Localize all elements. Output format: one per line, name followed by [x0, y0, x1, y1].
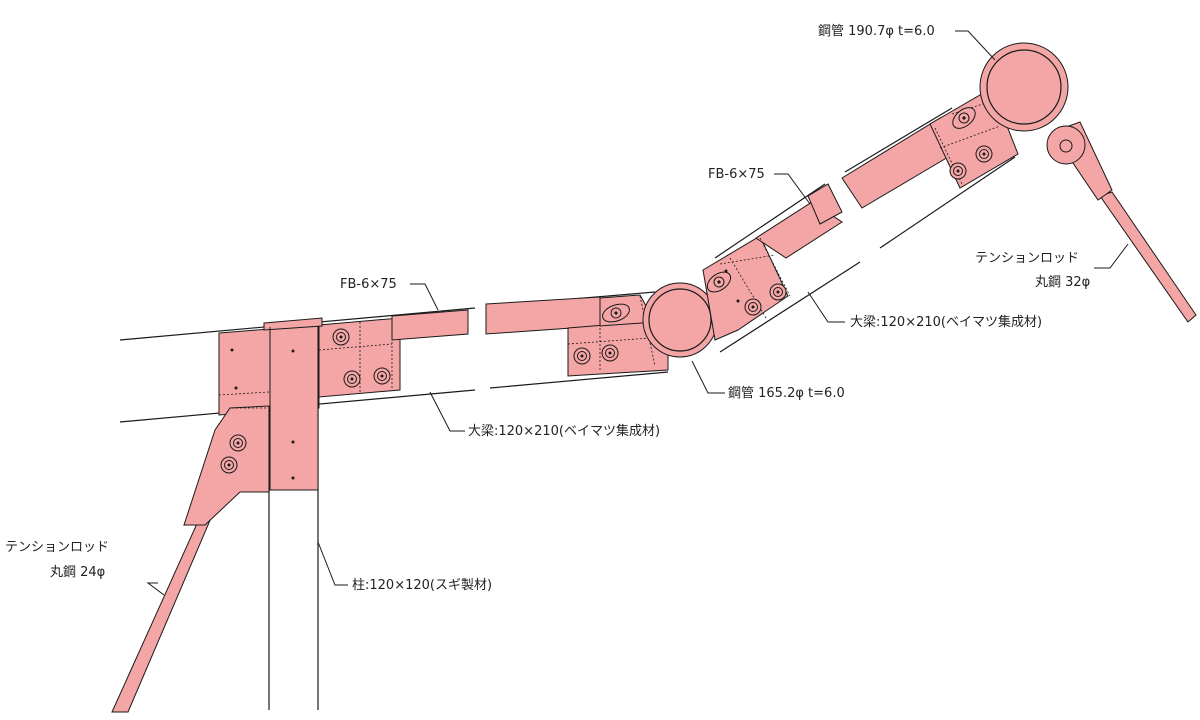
label-beam-left: 大梁:120×210(ベイマツ集成材): [468, 423, 660, 439]
label-fb-left: FB-6×75: [340, 277, 397, 292]
middle-steel-pipe: [642, 282, 718, 358]
label-pipe-top: 鋼管 190.7φ t=6.0: [818, 24, 935, 39]
mid-left-bolts: [573, 303, 630, 365]
right-lower-bolts: [706, 269, 787, 316]
label-column: 柱:120×120(スギ製材): [352, 578, 492, 593]
leader-lines: [146, 30, 1129, 596]
left-joint-plates: [183, 309, 469, 526]
left-bolts: [220, 328, 391, 480]
top-steel-pipe: [979, 42, 1069, 132]
right-beam: [714, 107, 1016, 353]
right-upper-bolts: [949, 107, 993, 180]
right-lower-plates: [702, 183, 843, 341]
label-round-steel-right: 丸鋼 32φ: [1035, 275, 1090, 290]
label-beam-right: 大梁:120×210(ベイマツ集成材): [850, 314, 1042, 330]
label-fb-right: FB-6×75: [708, 167, 765, 182]
labels: 鋼管 190.7φ t=6.0 FB-6×75 テンションロッド 丸鋼 32φ …: [5, 24, 1090, 593]
right-tension-rod: [1046, 121, 1197, 323]
label-tension-rod-left: テンションロッド: [5, 540, 109, 555]
mid-left-plates: [485, 294, 669, 377]
label-round-steel-left: 丸鋼 24φ: [50, 565, 105, 580]
label-pipe-middle: 鋼管 165.2φ t=6.0: [728, 386, 845, 401]
label-tension-rod-right: テンションロッド: [975, 251, 1079, 266]
left-tension-rod: [111, 496, 221, 713]
